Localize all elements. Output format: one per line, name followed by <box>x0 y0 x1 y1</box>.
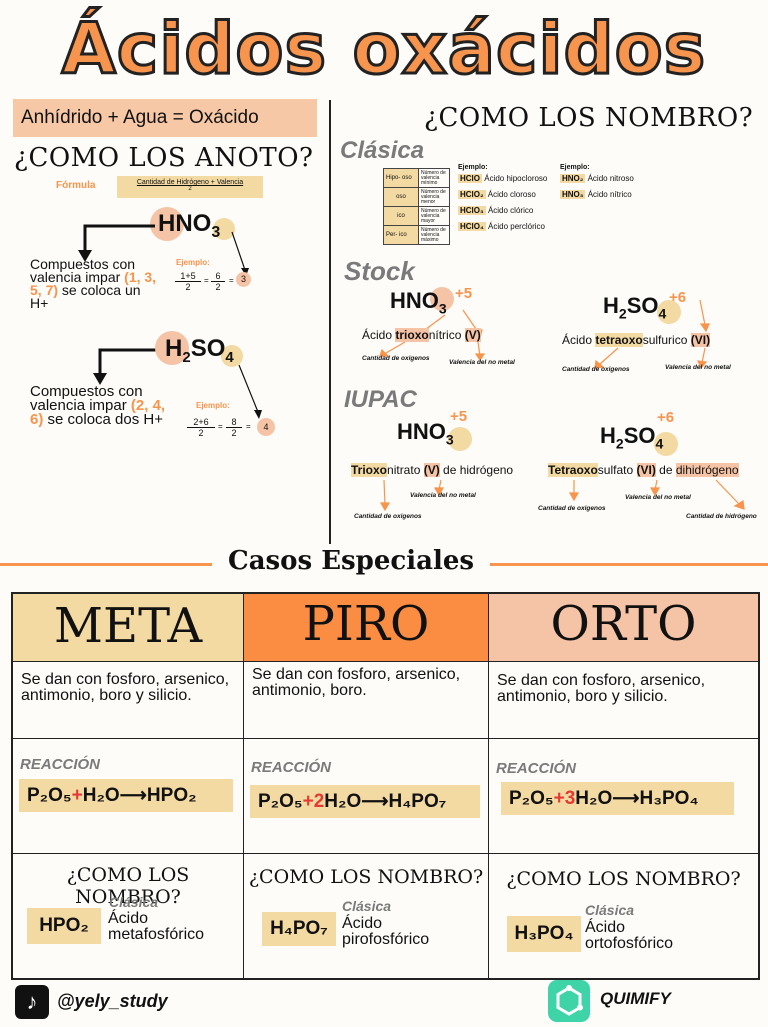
oxidation-state: +5 <box>450 408 468 425</box>
naming-orto: ¿COMO LOS NOMBRO? H₃PO₄ Clásica Ácido or… <box>506 868 741 952</box>
iupac-heading: IUPAC <box>344 386 417 413</box>
iupac-name-a: Trioxonitrato (V) de hidrógeno <box>351 463 514 477</box>
header-meta: META <box>13 594 244 662</box>
vertical-divider <box>329 100 331 544</box>
highlight-circle <box>221 345 243 367</box>
header-orto: ORTO <box>489 594 758 662</box>
equation-banner: Anhídrido + Agua = Oxácido <box>13 99 317 137</box>
reaction-meta: REACCIÓN P₂O₅+ H₂O ⟶ HPO₂ <box>13 739 244 854</box>
formula-box: Cantidad de Hidrógeno + Valencia 2 <box>117 176 263 198</box>
section-divider-right <box>490 563 768 566</box>
iupac-name-b: Tetraoxosulfato (VI) de dihidrógeno <box>548 463 739 477</box>
special-cases-heading: Casos Especiales <box>228 546 474 576</box>
list-item: HNO₂ Ácido nitroso <box>560 174 634 183</box>
ex1-example-label: Ejemplo: <box>176 258 210 267</box>
stock-name-b: Ácido tetraoxosulfurico (VI) <box>562 333 711 347</box>
label-valence: Valencia del no metal <box>449 359 515 366</box>
stock-name-a: Ácido trioxonítrico (V) <box>362 328 481 342</box>
oxidation-state: +6 <box>669 289 687 306</box>
desc-meta: Se dan con fosforo, arsenico, antimonio,… <box>13 662 244 739</box>
equation-text: Anhídrido + Agua = Oxácido <box>21 107 259 128</box>
highlight-circle <box>213 218 235 240</box>
brand-name: QUIMIFY <box>600 989 671 1008</box>
list-item: HClO Ácido hipocloroso <box>458 174 548 183</box>
how-to-write-heading: ¿COMO LOS ANOTO? <box>14 143 314 173</box>
connector-arrows <box>78 224 262 419</box>
naming-meta: ¿COMO LOS NOMBRO? HPO₂ Clásica Ácido met… <box>13 854 244 978</box>
naming-piro: ¿COMO LOS NOMBRO? H₄PO₇ Clásica Ácido pi… <box>244 854 489 978</box>
equals-sign: = <box>218 422 223 431</box>
compound-hno3: HNO3 <box>158 210 221 241</box>
header-piro: PIRO <box>244 594 489 662</box>
equals-sign: = <box>204 276 209 285</box>
formula-denominator: 2 <box>188 186 192 192</box>
label-oxygen-count: Cantidad de oxigenos <box>362 355 430 362</box>
list-item: HNO₃ Ácido nítrico <box>560 190 632 199</box>
label-valence: Valencia del no metal <box>410 492 476 499</box>
formula-numerator: Cantidad de Hidrógeno + Valencia <box>136 179 244 186</box>
how-to-name-heading: ¿COMO LOS NOMBRO? <box>424 103 754 133</box>
ex1-result: 3 <box>236 272 251 287</box>
ex2-description: Compuestos con valencia impar (2, 4, 6) … <box>30 383 166 428</box>
ex1-fraction-2: 6 2 <box>211 271 225 292</box>
list-item: HClO₃ Ácido clórico <box>458 206 534 215</box>
label-oxygen-count: Cantidad de oxigenos <box>538 505 606 512</box>
highlight-circle <box>430 287 454 311</box>
highlight-circle <box>150 207 184 241</box>
clasica-examples-list: HClO Ácido hipocloroso HClO₂ Ácido cloro… <box>458 174 547 238</box>
clasica-example-label: Ejemplo: <box>458 164 488 171</box>
iupac-h2so4: H2SO4 <box>600 423 664 452</box>
iupac-arrows <box>379 479 745 512</box>
clasica-example-label: Ejemplo: <box>560 164 590 171</box>
stock-hno3: HNO3 <box>390 288 447 317</box>
label-valence: Valencia del no metal <box>665 364 731 371</box>
stock-heading: Stock <box>344 256 415 286</box>
quimify-logo-icon <box>548 980 590 1022</box>
social-handle[interactable]: @yely_study <box>57 991 168 1011</box>
ex2-result: 4 <box>257 418 275 436</box>
ex2-fraction-1: 2+6 2 <box>187 417 215 438</box>
section-divider-left <box>0 563 212 566</box>
ex1-description: Compuestos con valencia impar (1, 3, 5, … <box>30 256 157 311</box>
tiktok-icon: ♪ <box>15 985 49 1019</box>
desc-orto: Se dan con fosforo, arsenico, antimonio,… <box>489 662 758 739</box>
highlight-circle <box>657 300 681 324</box>
clasica-examples-list-2: HNO₂ Ácido nitroso HNO₃ Ácido nítrico <box>560 174 634 206</box>
formula-label: Fórmula <box>56 180 96 191</box>
desc-piro: Se dan con fosforo, arsenico, antimonio,… <box>244 662 489 739</box>
list-item: HClO₄ Ácido perclórico <box>458 222 545 231</box>
iupac-hno3: HNO3 <box>397 419 454 448</box>
ex2-fraction-2: 8 2 <box>226 417 242 438</box>
page-title: Ácidos oxácidos <box>60 7 707 92</box>
oxidation-state: +5 <box>455 285 473 302</box>
stock-h2so4: H2SO4 <box>603 293 667 322</box>
clasica-heading: Clásica <box>340 137 425 164</box>
reaction-equation: P₂O₅+ H₂O ⟶ HPO₂ <box>19 779 233 812</box>
highlight-circle <box>155 331 189 365</box>
highlight-circle <box>448 427 472 451</box>
equals-sign: = <box>246 422 251 431</box>
special-cases-table: META PIRO ORTO Se dan con fosforo, arsen… <box>11 592 760 980</box>
equals-sign: = <box>229 276 234 285</box>
list-item: HClO₂ Ácido cloroso <box>458 190 536 199</box>
highlight-circle <box>654 432 678 456</box>
ex2-example-label: Ejemplo: <box>196 401 230 410</box>
label-valence: Valencia del no metal <box>625 494 691 501</box>
compound-h2so4: H2SO4 <box>165 335 234 366</box>
label-oxygen-count: Cantidad de oxigenos <box>354 513 422 520</box>
label-oxygen-count: Cantidad de oxigenos <box>562 366 630 373</box>
oxidation-state: +6 <box>657 409 675 426</box>
ex1-fraction-1: 1+5 2 <box>175 271 201 292</box>
label-hydrogen-count: Cantidad de hidrógeno <box>686 513 757 520</box>
